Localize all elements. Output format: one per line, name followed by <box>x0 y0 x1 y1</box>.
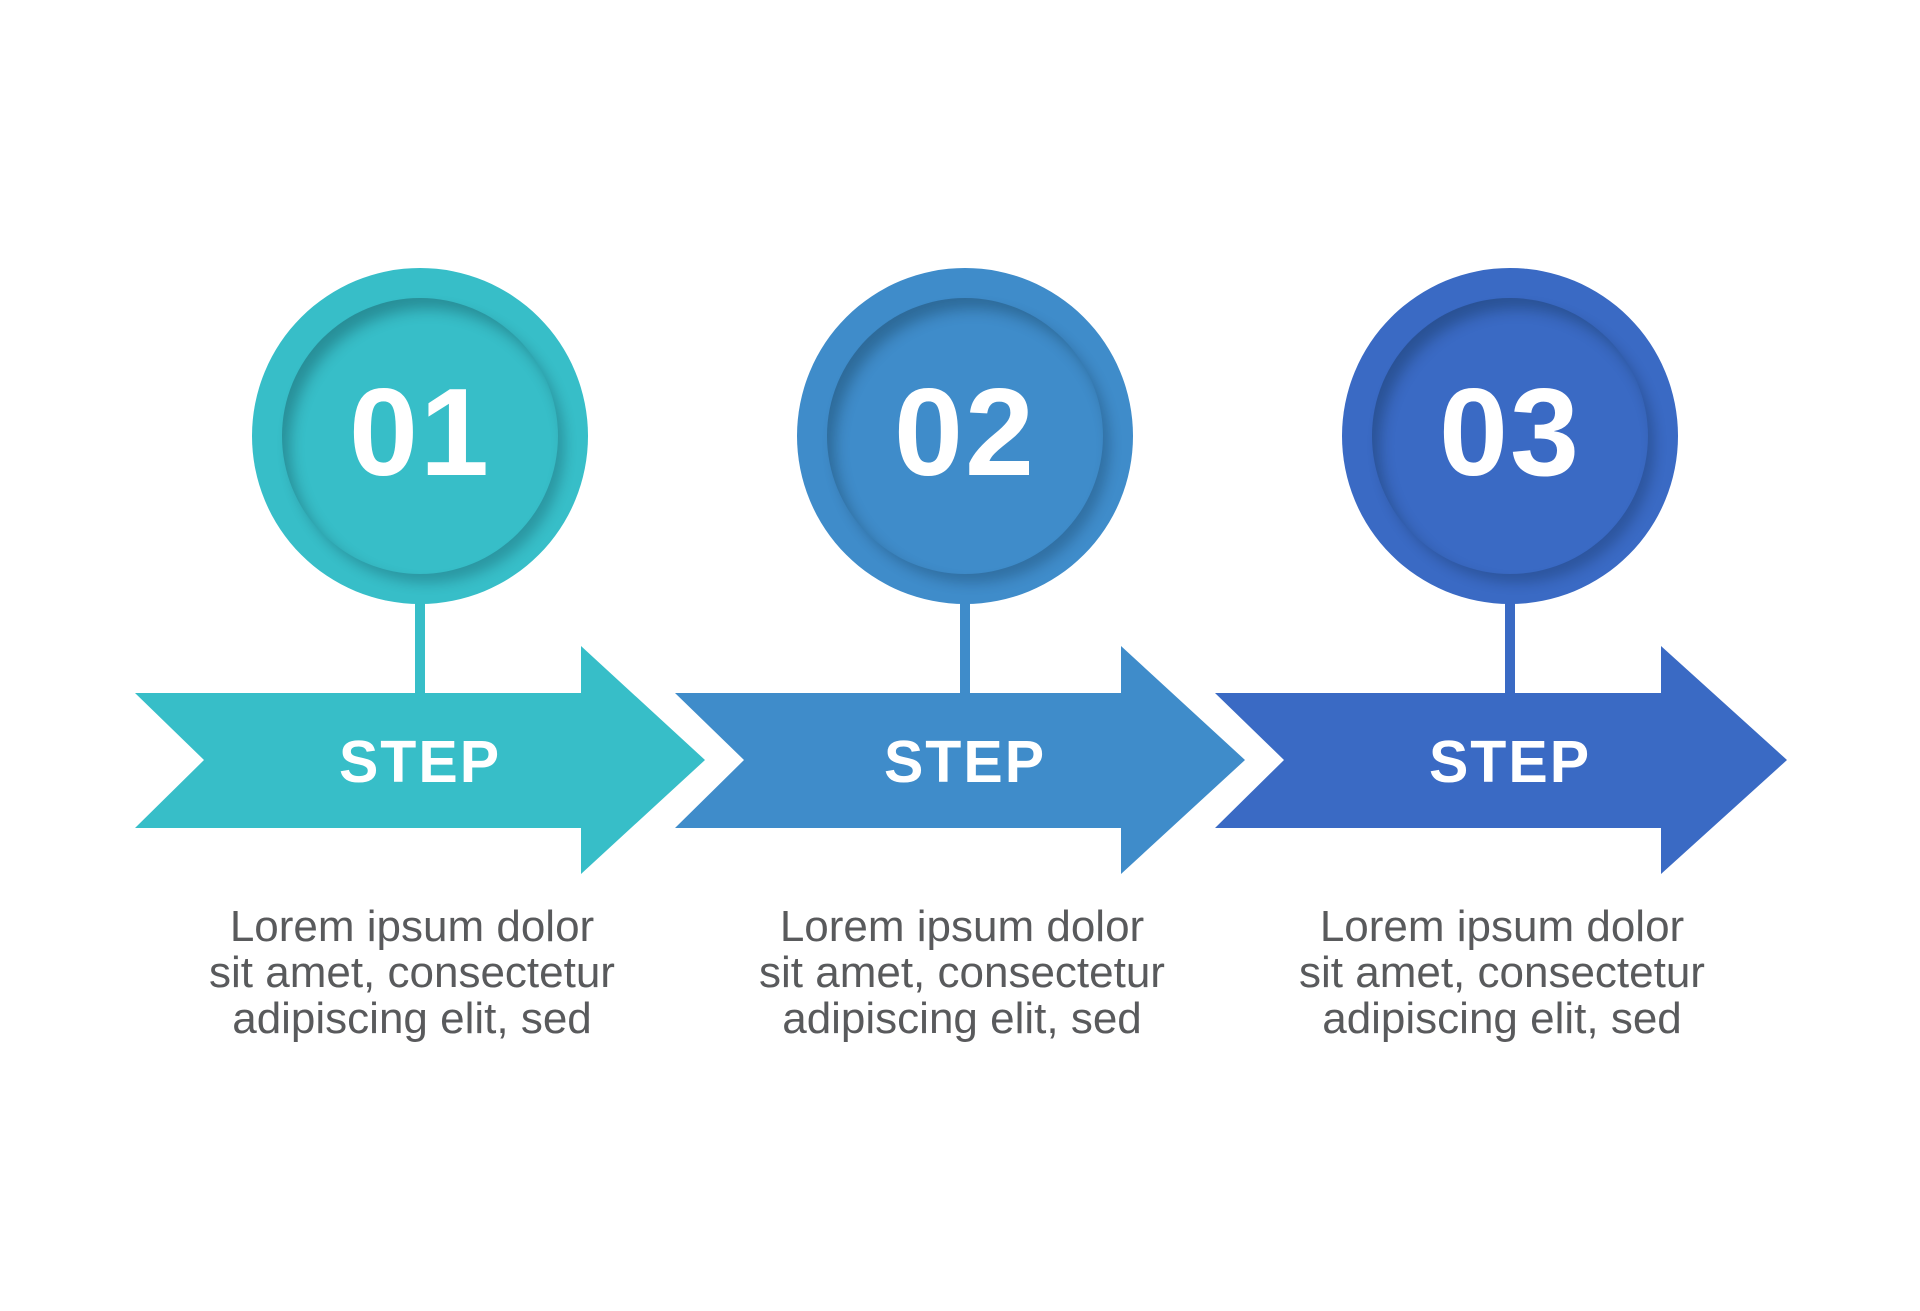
step-number-3: 03 <box>1439 364 1581 502</box>
step-label-2: STEP <box>883 729 1047 795</box>
step-arrow-3 <box>1150 587 1826 933</box>
step-description-2: Lorem ipsum dolor sit amet, consectetur … <box>759 902 1165 1043</box>
step-connector-3 <box>1505 588 1515 700</box>
step-number-2: 02 <box>894 364 1036 502</box>
step-circle-1: 01 <box>252 268 588 604</box>
step-circle-inner-2: 02 <box>827 298 1103 574</box>
step-circle-2: 02 <box>797 268 1133 604</box>
step-connector-2 <box>960 588 970 700</box>
step-circle-3: 03 <box>1342 268 1678 604</box>
step-circle-inner-3: 03 <box>1372 298 1648 574</box>
step-circle-inner-1: 01 <box>282 298 558 574</box>
step-number-1: 01 <box>349 364 491 502</box>
step-label-3: STEP <box>1428 729 1592 795</box>
step-description-3: Lorem ipsum dolor sit amet, consectetur … <box>1299 902 1705 1043</box>
step-description-1: Lorem ipsum dolor sit amet, consectetur … <box>209 902 615 1043</box>
step-arrow-2 <box>610 586 1284 934</box>
step-connector-1 <box>415 588 425 700</box>
step-arrow-1 <box>70 586 744 934</box>
step-label-1: STEP <box>338 729 502 795</box>
